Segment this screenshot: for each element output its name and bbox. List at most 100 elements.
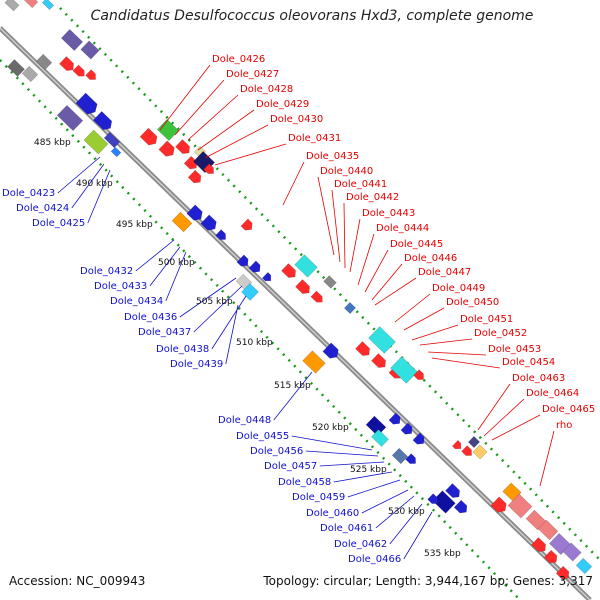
- gene-arrow: [187, 169, 202, 184]
- forward-labels: Dole_0426Dole_0427Dole_0428Dole_0429Dole…: [212, 54, 595, 431]
- gene-arrow: [93, 111, 113, 131]
- connector-line: [204, 124, 269, 159]
- gene-feature: [35, 53, 53, 71]
- gene-label-reverse: Dole_0438: [156, 344, 209, 355]
- gene-label-forward: Dole_0452: [474, 328, 527, 339]
- kbp-tick-label: 525 kbp: [350, 465, 387, 475]
- gene-feature: [388, 412, 401, 425]
- connector-line: [71, 163, 105, 209]
- gene-label-forward: Dole_0451: [460, 314, 513, 325]
- gene-feature: [200, 214, 217, 231]
- gene-arrow: [405, 453, 416, 464]
- gene-block: [390, 356, 418, 384]
- gene-label-forward: Dole_0427: [226, 69, 279, 80]
- gene-label-reverse: Dole_0424: [16, 203, 69, 214]
- gene-feature: [355, 341, 370, 356]
- connector-line: [477, 383, 511, 431]
- gene-feature: [295, 279, 310, 294]
- gene-feature: [21, 0, 39, 9]
- gene-block: [4, 0, 20, 12]
- guide-line-outer-reverse: [0, 59, 521, 600]
- gene-feature: [281, 263, 296, 278]
- gene-arrow: [400, 422, 413, 435]
- gene-block: [103, 131, 121, 149]
- connector-line: [419, 338, 473, 346]
- connector-line: [57, 156, 101, 194]
- gene-block: [41, 0, 55, 10]
- gene-label-forward: Dole_0440: [320, 166, 373, 177]
- gene-label-forward: Dole_0435: [306, 151, 359, 162]
- connector-line: [273, 371, 313, 421]
- gene-feature: [343, 301, 357, 315]
- gene-feature: [187, 169, 202, 184]
- connector-line: [403, 307, 445, 331]
- gene-block: [467, 435, 481, 449]
- gene-arrow: [75, 92, 98, 115]
- gene-feature: [61, 29, 83, 51]
- kbp-tick-label: 520 kbp: [312, 423, 349, 433]
- connector-line: [394, 293, 431, 323]
- gene-feature: [261, 271, 272, 282]
- gene-feature: [240, 218, 253, 231]
- connector-line: [187, 94, 239, 141]
- kbp-tick-label: 510 kbp: [236, 338, 273, 348]
- connector-line: [361, 489, 409, 514]
- gene-block: [391, 447, 409, 465]
- gene-feature: [4, 0, 20, 12]
- gene-arrow: [261, 271, 272, 282]
- gene-arrow: [175, 139, 190, 154]
- gene-arrow: [413, 369, 424, 380]
- gene-arrow: [203, 163, 214, 174]
- gene-label-reverse: Dole_0423: [2, 188, 55, 199]
- gene-feature: [215, 229, 226, 240]
- reverse-labels: Dole_0423Dole_0424Dole_0425Dole_0432Dole…: [2, 188, 401, 565]
- connector-line: [364, 249, 389, 293]
- gene-feature: [72, 64, 85, 77]
- gene-label-forward: Dole_0431: [288, 133, 341, 144]
- gene-arrow: [236, 254, 249, 267]
- connector-line: [375, 495, 415, 529]
- connector-line: [159, 64, 211, 131]
- gene-arrow: [295, 279, 310, 294]
- kbp-tick-label: 505 kbp: [196, 297, 233, 307]
- gene-label-forward: Dole_0449: [432, 283, 485, 294]
- connector-line: [389, 503, 423, 545]
- gene-feature: [451, 439, 462, 450]
- gene-feature: [203, 163, 214, 174]
- gene-label-forward: Dole_0463: [512, 373, 565, 384]
- connector-line: [483, 398, 525, 437]
- kbp-tick-label: 530 kbp: [388, 507, 425, 517]
- map-title: Candidatus Desulfococcus oleovorans Hxd3…: [90, 8, 534, 24]
- connector-line: [165, 251, 187, 302]
- connector-line: [214, 143, 287, 166]
- connector-line: [357, 233, 375, 286]
- gene-label-reverse: Dole_0462: [334, 539, 387, 550]
- gene-feature: [175, 139, 190, 154]
- connector-line: [225, 304, 239, 365]
- gene-feature: [93, 111, 113, 131]
- gene-features: [4, 0, 593, 580]
- gene-label-forward: Dole_0441: [334, 179, 387, 190]
- gene-block: [83, 129, 109, 155]
- gene-label-forward: Dole_0464: [526, 388, 579, 399]
- gene-block: [61, 29, 83, 51]
- gene-arrow: [248, 260, 261, 273]
- gene-feature: [445, 483, 460, 498]
- gene-feature: [562, 542, 582, 562]
- gene-block: [294, 254, 318, 278]
- gene-feature: [59, 56, 74, 71]
- gene-label-forward: rho: [556, 420, 572, 431]
- gene-block: [80, 40, 100, 60]
- connector-line: [333, 471, 393, 483]
- connector-line: [193, 285, 243, 333]
- gene-label-forward: Dole_0430: [270, 114, 323, 125]
- gene-label-reverse: Dole_0448: [218, 415, 271, 426]
- gene-feature: [158, 140, 175, 157]
- gene-feature: [413, 369, 424, 380]
- gene-arrow: [412, 432, 425, 445]
- gene-label-reverse: Dole_0466: [348, 554, 401, 565]
- gene-feature: [41, 0, 55, 10]
- connector-line: [349, 218, 361, 273]
- connector-line: [539, 430, 555, 487]
